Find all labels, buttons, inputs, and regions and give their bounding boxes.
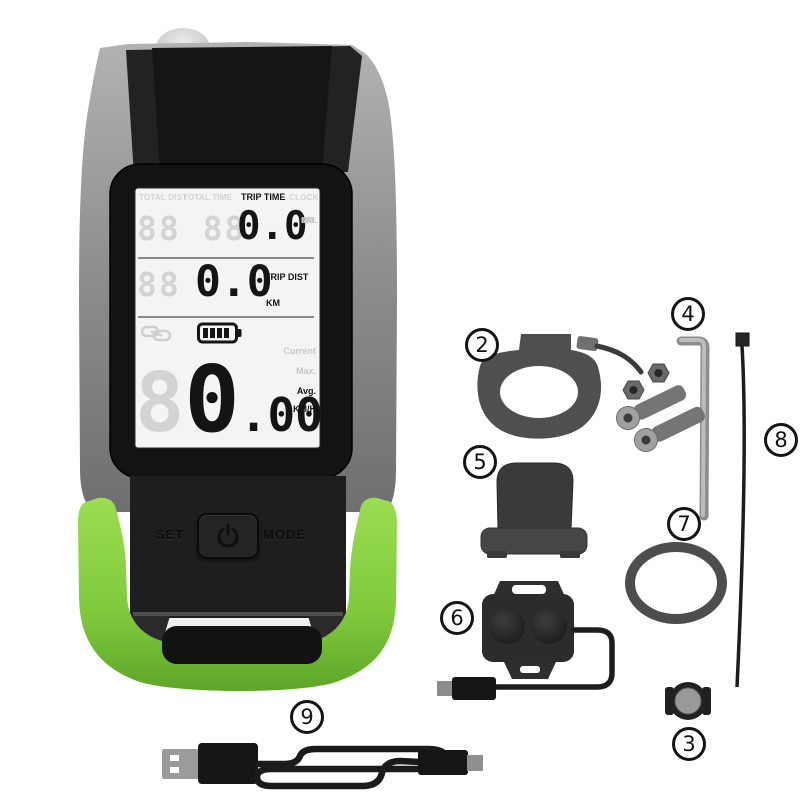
mode-button[interactable]: MODE [263,527,306,542]
lcd-label-km: KM [266,298,280,308]
lcd-speed-int: 0 [184,346,240,453]
screw-2 [634,406,706,452]
power-icon [217,524,239,548]
lcd-ghost-cal: CAL [301,216,318,225]
sensor-foot-left [487,551,507,558]
wheel-magnet [665,682,711,720]
lcd-ghost-clock: CLOCK [289,193,319,202]
lcd-ghost-m: M [301,216,308,225]
usb-cable [162,743,483,790]
lcd-speed-frac: .00 [239,388,323,442]
speed-sensor [480,462,588,558]
lcd-ghost-digits-1: 88 88 [137,209,247,248]
mount-hole [500,366,578,418]
lamp-back-bar [162,626,322,664]
callout-cable-tie: 8 [764,423,798,457]
horn-top-slot [512,585,546,594]
screw-1 [616,385,687,430]
lcd-separator-2 [138,316,314,318]
horn-dome-right [531,608,567,644]
battery-icon [197,322,242,344]
callout-speed-sensor: 5 [463,445,497,479]
mounting-hardware [616,336,710,521]
callout-usb-cable: 9 [290,700,324,734]
lcd-speed-value: 8 0 .00 [135,354,323,446]
lcd-display: TOTAL DIST TOTAL TIME TRIP TIME CLOCK 88… [135,188,323,448]
cable-tie [735,332,750,688]
lcd-label-avg: Avg. [296,386,316,396]
charging-plug-icon [141,325,172,342]
sensor-base [480,527,588,555]
horn-cable [494,627,615,690]
cable-tie-head [735,332,750,347]
horn-dome-left [489,608,525,644]
bike-computer-device [78,28,397,691]
callout-o-ring: 7 [667,507,701,541]
usb-a-body [198,743,258,784]
lcd-label-trip-dist: TRIP DIST [265,272,309,282]
magnet-core [674,687,702,715]
usb-a-hole-1 [170,755,179,761]
callout-wheel-magnet: 3 [672,727,706,761]
horn-speaker [437,581,615,700]
horn-plug-body [452,677,496,700]
lcd-trip-time-value: 0.0 [237,204,308,249]
lcd-ghost-total-time: TOTAL TIME [183,193,233,202]
mount-cable-connector [576,336,599,352]
lcd-separator-1 [138,257,314,259]
device-head-center [152,46,332,172]
lcd-label-trip-time: TRIP TIME [241,192,286,202]
cable-tie-strap [735,345,747,688]
callout-handlebar-mount: 2 [465,328,499,362]
lcd-screen [134,187,321,449]
lcd-ghost-current: Current [283,346,316,356]
lcd-ghost-max: Max. [295,366,316,376]
hex-key-highlight [679,338,706,517]
usb-a-metal [162,749,200,779]
hex-nut-2-hole [654,369,663,377]
horn-bottom-slot [520,666,540,673]
hex-nut-1-hole [629,386,638,394]
callout-horn-speaker: 6 [440,601,474,635]
usb-a-hole-2 [170,767,179,773]
power-button[interactable] [197,513,259,559]
lcd-ghost-digits-2: 88 [137,265,181,304]
lcd-ghost-km: KM [301,216,314,225]
o-ring [625,542,727,624]
micro-usb-tip [467,755,483,771]
micro-usb-body [418,750,468,775]
lcd-trip-dist-value: 0.0 [195,257,273,307]
sensor-foot-right [560,551,580,558]
callout-mounting-hardware: 4 [671,297,705,331]
mount-cable [594,343,644,375]
lcd-label-kmh: KM/H [293,404,316,414]
handlebar-mount [477,334,644,439]
lcd-ghost-speed-digit: 8 [135,356,185,451]
panel-edge [133,612,343,616]
lcd-ghost-total-dist: TOTAL DIST [139,193,188,202]
set-button[interactable]: SET [156,527,185,542]
horn-plug-tip [437,681,454,696]
usb-cable-coil [253,745,450,790]
